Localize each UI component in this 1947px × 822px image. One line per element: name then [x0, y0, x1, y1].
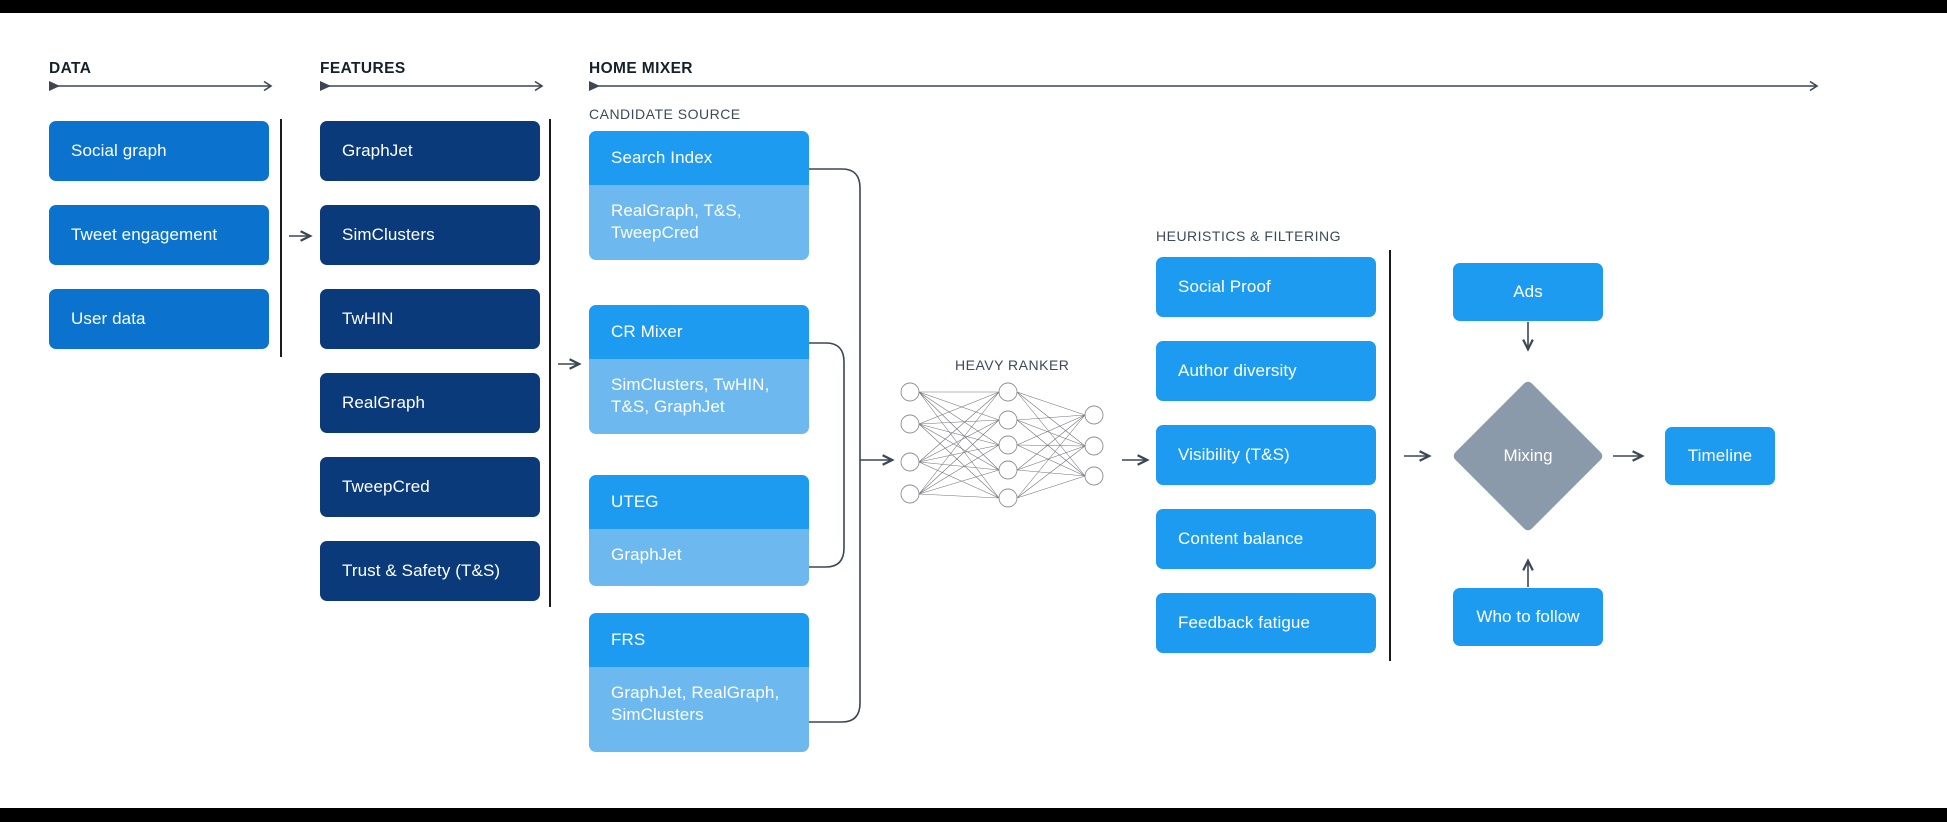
heavy-ranker-network: [896, 380, 1118, 510]
feature-box-realgraph[interactable]: RealGraph: [320, 373, 540, 433]
mixing-label: Mixing: [1503, 446, 1553, 465]
separator-features-home-mixer: [549, 119, 551, 607]
candidate-source-head-uteg[interactable]: UTEG: [589, 475, 809, 529]
top-letterbox: [0, 0, 1947, 13]
subsection-title-heavy-ranker: HEAVY RANKER: [955, 357, 1070, 373]
home-mixer-axis-arrow: [589, 80, 1821, 92]
subsection-title-candidate-source: CANDIDATE SOURCE: [589, 106, 741, 122]
candidate-source-head-cr-mixer[interactable]: CR Mixer: [589, 305, 809, 359]
output-box-who-to-follow[interactable]: Who to follow: [1453, 588, 1603, 646]
bracket-outer-bottom: [809, 460, 861, 723]
subsection-title-heuristics: HEURISTICS & FILTERING: [1156, 228, 1341, 244]
candidate-source-features-frs: GraphJet, RealGraph, SimClusters: [589, 667, 809, 752]
candidate-source-head-search-index[interactable]: Search Index: [589, 131, 809, 185]
candidate-source-features-cr-mixer: SimClusters, TwHIN, T&S, GraphJet: [589, 359, 809, 434]
feature-box-trust-safety[interactable]: Trust & Safety (T&S): [320, 541, 540, 601]
bracket-inner-top: [809, 342, 845, 460]
feature-box-simclusters[interactable]: SimClusters: [320, 205, 540, 265]
separator-data-features: [280, 119, 282, 357]
data-box-user-data[interactable]: User data: [49, 289, 269, 349]
feature-box-twhin[interactable]: TwHIN: [320, 289, 540, 349]
feature-box-tweepcred[interactable]: TweepCred: [320, 457, 540, 517]
heuristic-box-visibility[interactable]: Visibility (T&S): [1156, 425, 1376, 485]
data-axis-arrow: [49, 80, 275, 92]
bracket-outer-top: [809, 168, 861, 460]
section-title-data: DATA: [49, 60, 92, 77]
section-title-features: FEATURES: [320, 60, 406, 77]
heuristic-box-social-proof[interactable]: Social Proof: [1156, 257, 1376, 317]
features-axis-arrow: [320, 80, 546, 92]
bottom-letterbox: [0, 808, 1947, 822]
bracket-inner-bottom: [809, 460, 845, 568]
feature-box-graphjet[interactable]: GraphJet: [320, 121, 540, 181]
candidate-source-features-uteg: GraphJet: [589, 529, 809, 586]
data-box-social-graph[interactable]: Social graph: [49, 121, 269, 181]
separator-heuristics-output: [1389, 250, 1391, 661]
output-box-ads[interactable]: Ads: [1453, 263, 1603, 321]
section-title-home-mixer: HOME MIXER: [589, 60, 693, 77]
heuristic-box-author-diversity[interactable]: Author diversity: [1156, 341, 1376, 401]
data-box-tweet-engagement[interactable]: Tweet engagement: [49, 205, 269, 265]
output-box-timeline[interactable]: Timeline: [1665, 427, 1775, 485]
candidate-source-features-search-index: RealGraph, T&S, TweepCred: [589, 185, 809, 260]
heuristic-box-content-balance[interactable]: Content balance: [1156, 509, 1376, 569]
heuristic-box-feedback-fatigue[interactable]: Feedback fatigue: [1156, 593, 1376, 653]
candidate-source-head-frs[interactable]: FRS: [589, 613, 809, 667]
